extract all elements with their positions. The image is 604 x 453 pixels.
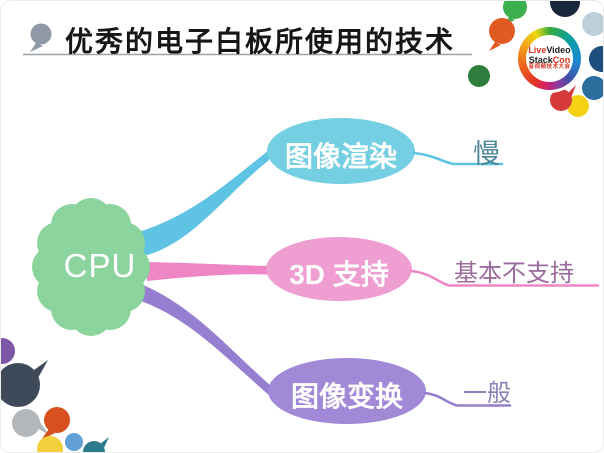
node-label-3d-support: 3D 支持 (289, 259, 389, 290)
node-ellipse-image-rendering (267, 118, 415, 184)
node-ellipse-3d-support (266, 237, 412, 301)
root-node-label: CPU (63, 247, 137, 284)
corner-bubble-decorations (1, 338, 109, 452)
logo-stack: Stack (528, 54, 553, 65)
annotation-slow: 慢 (473, 139, 500, 169)
annotation-no-support: 基本不支持 (454, 261, 574, 287)
node-label-image-transform: 图像变换 (290, 381, 403, 412)
node-ellipse-image-transform (268, 358, 426, 424)
annotation-line-slow (412, 151, 504, 166)
annotation-line-no-support (409, 269, 600, 287)
page-title: 优秀的电子白板所使用的技术 (65, 26, 456, 57)
branch-line-3d-support (147, 262, 267, 281)
logo-live: Live (528, 44, 547, 55)
cpu-root-node (32, 198, 150, 336)
branch-line-image-rendering (139, 150, 269, 256)
logo-tagline: 音视频技术大会 (528, 64, 571, 71)
annotation-average: 一般 (463, 381, 511, 407)
branch-line-image-transform (135, 284, 271, 397)
logo-video: Video (546, 44, 571, 55)
logo-bubble-decorations (468, 1, 603, 117)
conference-logo-text: LiveVideo StackCon 音视频技术大会 (526, 35, 573, 82)
node-label-image-rendering: 图像渲染 (284, 141, 397, 172)
conference-logo: LiveVideo StackCon 音视频技术大会 (518, 27, 581, 90)
annotation-line-average (423, 391, 512, 407)
logo-con: Con (552, 54, 571, 65)
speech-bubble-icon (30, 23, 52, 52)
